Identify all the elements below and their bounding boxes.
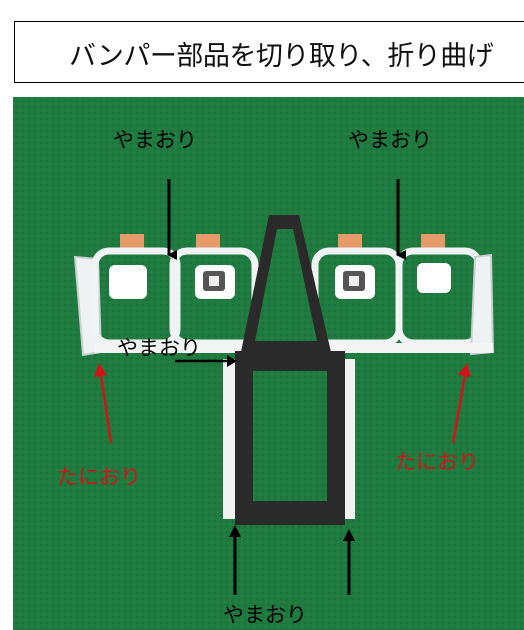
header-title: バンパー部品を切り取り、折り曲げ [69, 41, 494, 72]
label-valley-right: たにおり [395, 450, 479, 474]
arrow-valley-left [99, 374, 113, 444]
bumper-module-1 [91, 247, 181, 347]
bumper-pad-4 [417, 263, 451, 293]
label-mountain-bottom: やまおり [223, 603, 307, 627]
header-bar: バンパー部品を切り取り、折り曲げ [14, 21, 524, 83]
right-flap [469, 253, 495, 356]
label-mountain-top-left: やまおり [113, 128, 197, 152]
lower-right-strip [343, 359, 355, 519]
bumper-pad-1 [109, 265, 147, 299]
lower-left-strip [223, 359, 235, 519]
black-taper-window [255, 229, 317, 341]
label-valley-left: たにおり [57, 465, 141, 489]
label-mountain-middle: やまおり [117, 336, 201, 360]
bumper-photo: やまおり やまおり やまおり たにおり たにおり やまおり [13, 97, 524, 630]
right-strip [315, 343, 493, 353]
arrow-valley-right [451, 374, 467, 444]
black-lower-window [253, 371, 327, 501]
left-strip [95, 343, 255, 353]
label-mountain-top-right: やまおり [348, 128, 432, 152]
